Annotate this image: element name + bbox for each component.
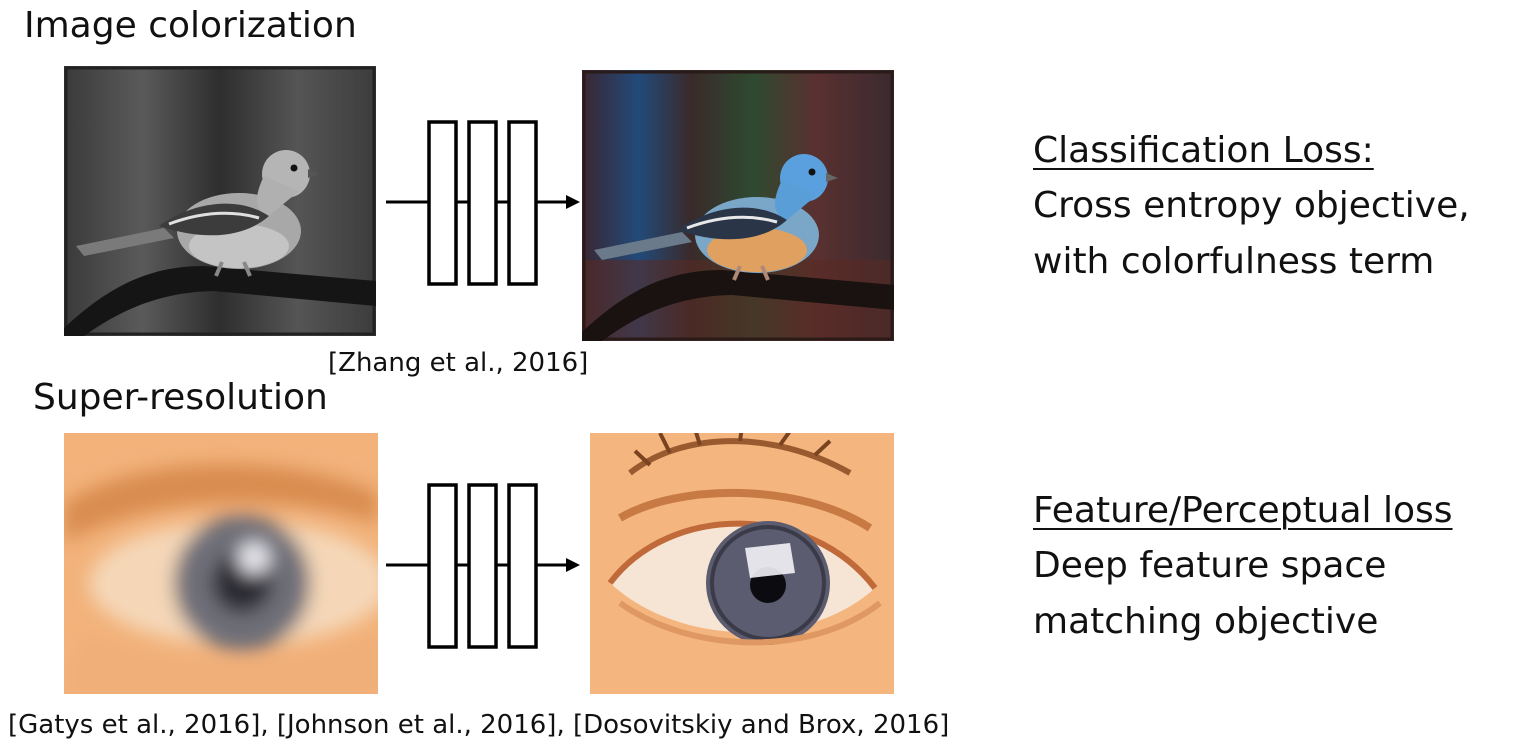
perceptual-loss-line-2: matching objective bbox=[1033, 601, 1379, 642]
colorization-network-diagram bbox=[386, 120, 580, 286]
perceptual-loss-line-1: Deep feature space bbox=[1033, 545, 1387, 586]
colorization-citation: [Zhang et al., 2016] bbox=[328, 348, 589, 378]
grayscale-bird-image bbox=[64, 66, 376, 336]
super-resolution-heading: Super-resolution bbox=[33, 377, 328, 418]
classification-loss-line-1: Cross entropy objective, bbox=[1033, 185, 1470, 226]
sharp-eye-image bbox=[590, 433, 894, 694]
blurry-eye-image bbox=[64, 433, 378, 694]
classification-loss-title: Classification Loss: bbox=[1033, 130, 1374, 171]
colorization-heading: Image colorization bbox=[24, 5, 357, 46]
super-resolution-network-diagram bbox=[386, 483, 580, 649]
perceptual-loss-title: Feature/Perceptual loss bbox=[1033, 490, 1453, 531]
super-resolution-citation: [Gatys et al., 2016], [Johnson et al., 2… bbox=[8, 710, 950, 740]
classification-loss-line-2: with colorfulness term bbox=[1033, 241, 1435, 282]
colorized-bird-image bbox=[582, 70, 894, 341]
